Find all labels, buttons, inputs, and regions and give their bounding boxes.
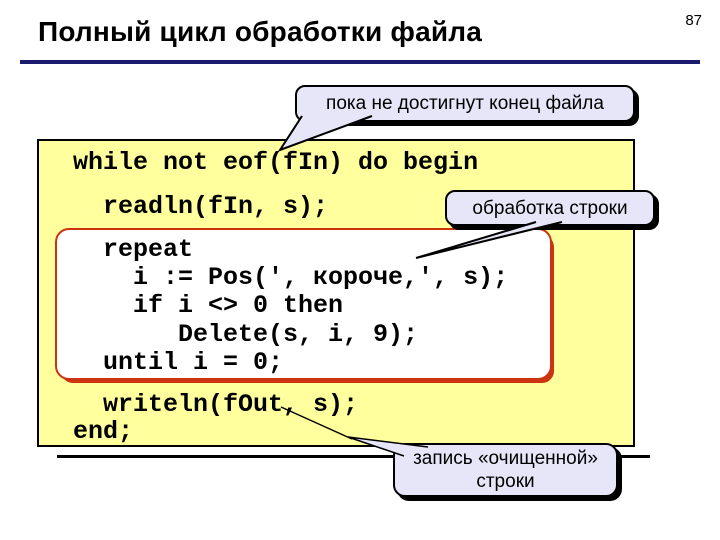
code-line-delete: Delete(s, i, 9); <box>73 320 419 349</box>
code-line-pos: i := Pos(', короче,', s); <box>73 263 509 292</box>
callout-top-text: пока не достигнут конец файла <box>326 93 604 114</box>
callout-top: пока не достигнут конец файла <box>295 85 635 122</box>
code-line-writeln: writeln(fOut, s); <box>73 390 359 419</box>
code-line-while: while not eof(fIn) do begin <box>73 148 479 177</box>
page-title: Полный цикл обработки файла <box>38 16 483 47</box>
callout-bottom-text-line2: строки <box>476 471 535 492</box>
code-line-repeat: repeat <box>73 235 194 264</box>
code-line-end: end; <box>73 417 134 446</box>
callout-middle-text: обработка строки <box>472 197 628 219</box>
title-rule <box>20 60 700 64</box>
code-line-readln: readln(fIn, s); <box>73 192 329 221</box>
callout-middle: обработка строки <box>445 190 655 226</box>
code-line-until: until i = 0; <box>73 348 284 377</box>
page-number: 87 <box>685 12 702 29</box>
callout-bottom-text-line1: запись «очищенной» <box>413 448 598 469</box>
code-line-if: if i <> 0 then <box>73 291 344 320</box>
callout-bottom: запись «очищенной» строки <box>393 443 618 497</box>
